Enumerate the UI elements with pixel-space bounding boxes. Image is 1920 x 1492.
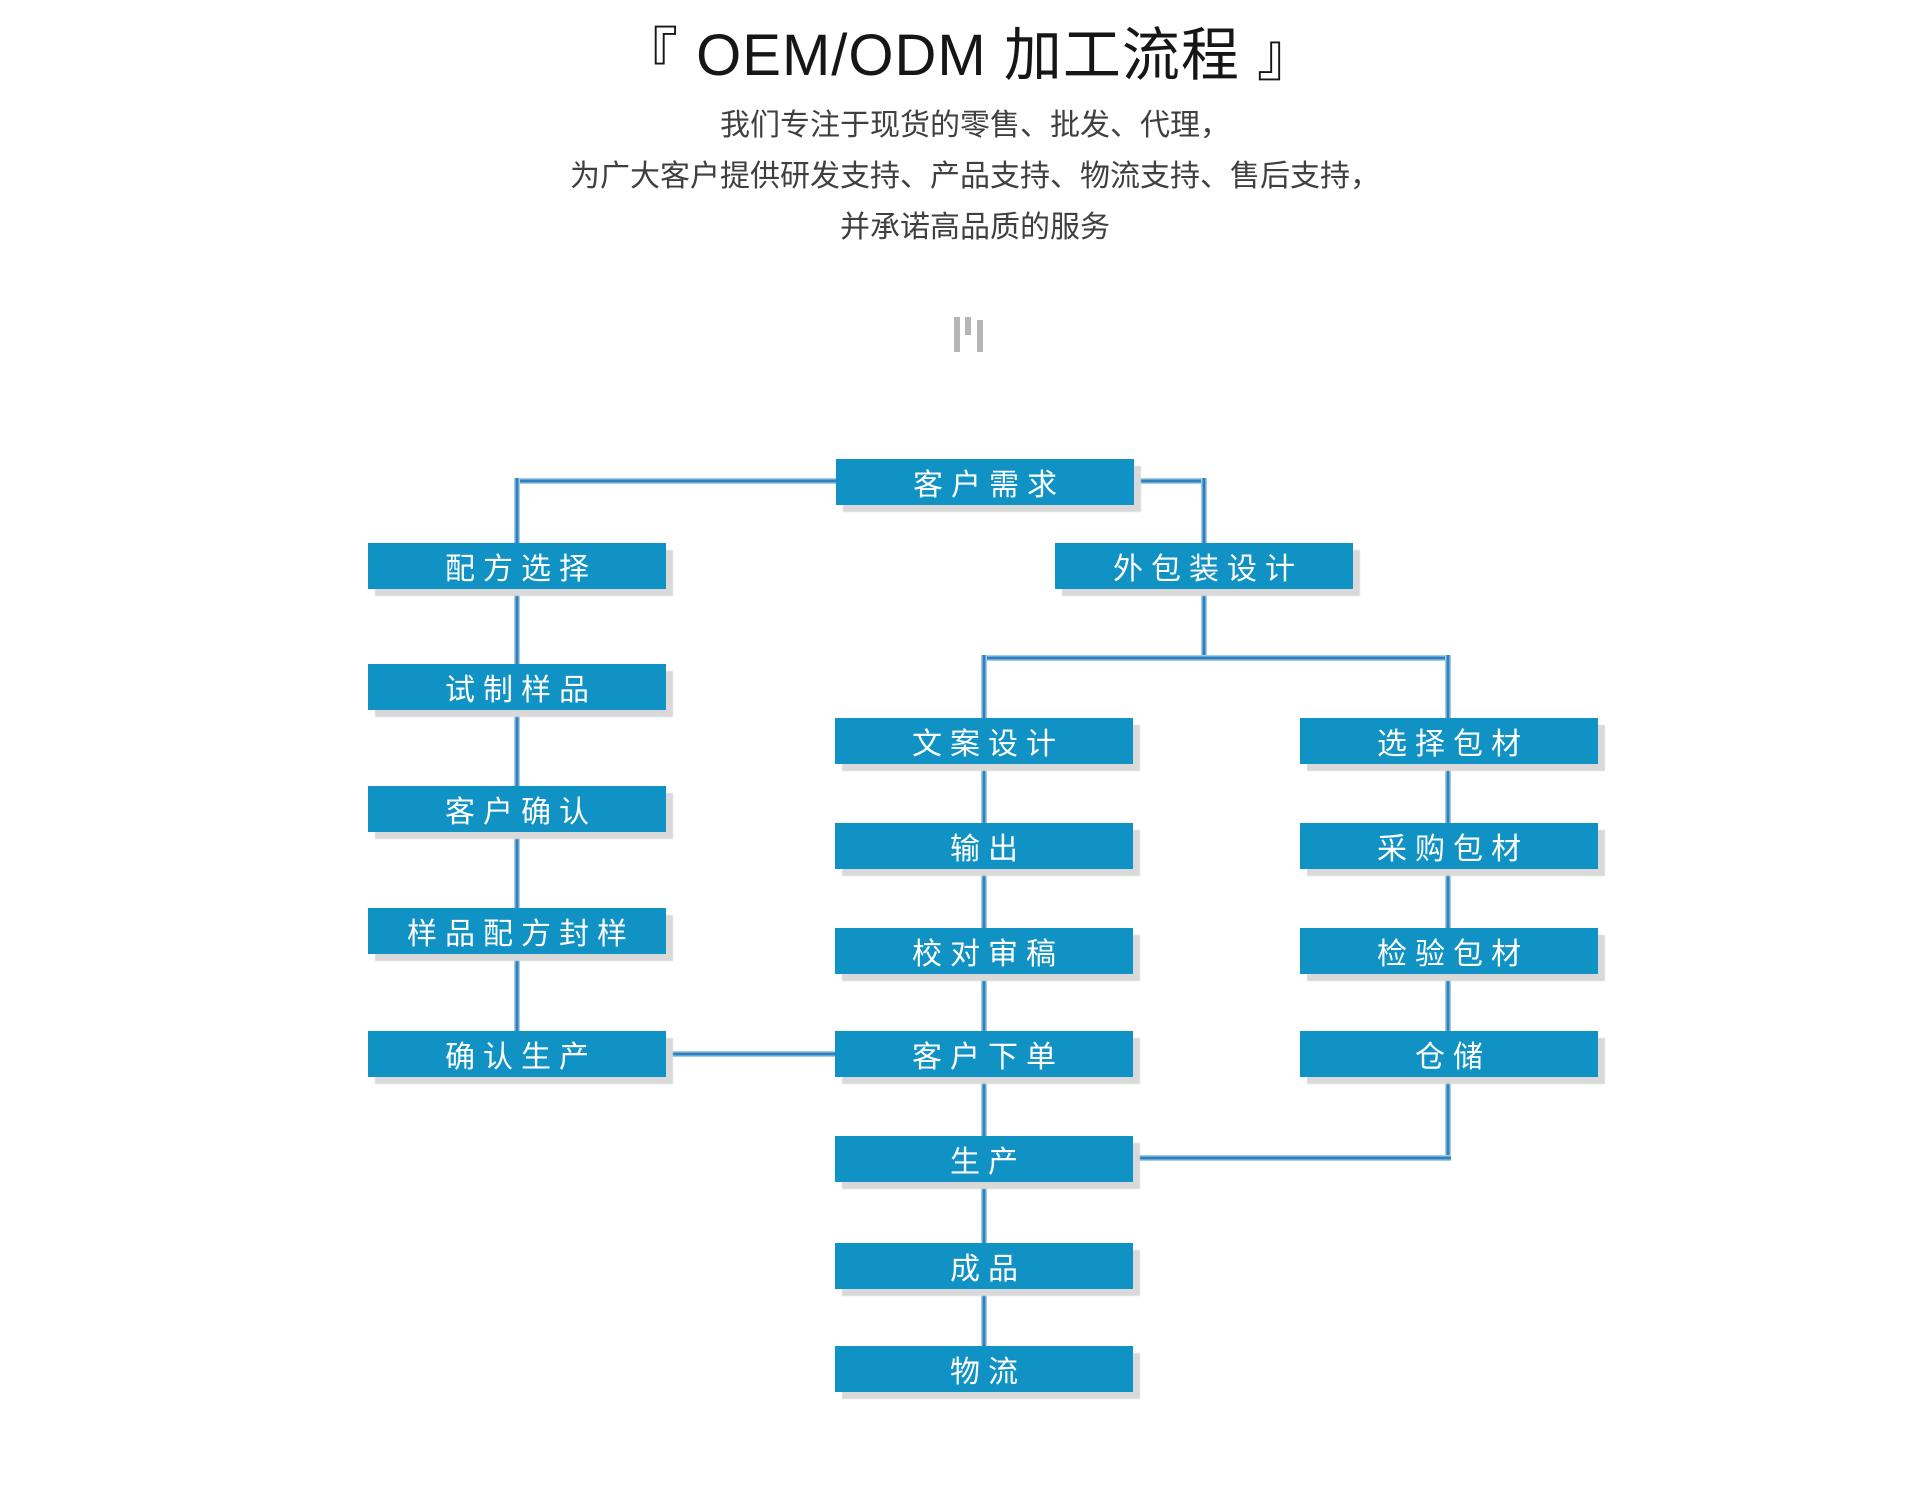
node-output-label: 输出 <box>950 833 1026 866</box>
subtitle-line-3: 并承诺高品质的服务 <box>840 211 1110 244</box>
node-formula-selection-label: 配方选择 <box>445 553 597 586</box>
node-customer-order: 客户下单 <box>835 1031 1133 1077</box>
node-purchase-packaging: 采购包材 <box>1300 823 1598 869</box>
bar-left <box>954 317 960 352</box>
three-bars-icon <box>954 317 984 353</box>
connector-branch-to-select-packaging <box>1445 655 1451 718</box>
node-proofreading: 校对审稿 <box>835 928 1133 974</box>
node-inspect-packaging-label: 检验包材 <box>1377 938 1529 971</box>
node-sample-formula-seal-label: 样品配方封样 <box>407 918 635 951</box>
connector-elbow-to-packaging-design <box>1201 478 1207 543</box>
node-proofreading-label: 校对审稿 <box>912 938 1064 971</box>
connector-customer-needs-to-right-elbow <box>1132 478 1207 484</box>
connector-branch-to-copywriting-design <box>981 655 987 718</box>
node-customer-needs: 客户需求 <box>836 459 1134 505</box>
node-output: 输出 <box>835 823 1133 869</box>
node-logistics-label: 物流 <box>950 1356 1026 1389</box>
node-customer-confirm: 客户确认 <box>368 786 666 832</box>
page-title: 『 OEM/ODM 加工流程 』 <box>620 23 1316 88</box>
node-production-label: 生产 <box>950 1146 1026 1179</box>
subtitle-line-2: 为广大客户提供研发支持、产品支持、物流支持、售后支持， <box>570 160 1380 193</box>
node-confirm-production-label: 确认生产 <box>445 1041 597 1074</box>
bar-middle <box>965 317 971 335</box>
node-sample-trial-label: 试制样品 <box>445 674 597 707</box>
node-copywriting-design: 文案设计 <box>835 718 1133 764</box>
node-select-packaging-label: 选择包材 <box>1377 728 1529 761</box>
node-warehousing-label: 仓储 <box>1415 1041 1491 1074</box>
connector-packaging-design-down <box>1201 589 1207 661</box>
connector-confirm-production-to-customer-order <box>666 1051 835 1057</box>
node-sample-formula-seal: 样品配方封样 <box>368 908 666 954</box>
page-subtitle: 我们专注于现货的零售、批发、代理， 为广大客户提供研发支持、产品支持、物流支持、… <box>15 100 1920 253</box>
node-purchase-packaging-label: 采购包材 <box>1377 833 1529 866</box>
connector-customer-needs-to-left-elbow <box>516 478 836 484</box>
node-sample-trial: 试制样品 <box>368 664 666 710</box>
node-inspect-packaging: 检验包材 <box>1300 928 1598 974</box>
subtitle-line-1: 我们专注于现货的零售、批发、代理， <box>720 109 1230 142</box>
node-finished-product: 成品 <box>835 1243 1133 1289</box>
connector-elbow-to-formula-selection <box>514 478 520 543</box>
node-select-packaging: 选择包材 <box>1300 718 1598 764</box>
node-confirm-production: 确认生产 <box>368 1031 666 1077</box>
node-warehousing: 仓储 <box>1300 1031 1598 1077</box>
node-logistics: 物流 <box>835 1346 1133 1392</box>
node-formula-selection: 配方选择 <box>368 543 666 589</box>
connector-branch-horizontal <box>981 655 1451 661</box>
node-finished-product-label: 成品 <box>950 1253 1026 1286</box>
node-production: 生产 <box>835 1136 1133 1182</box>
connector-warehousing-to-production <box>1133 1155 1451 1161</box>
node-packaging-design: 外包装设计 <box>1055 543 1353 589</box>
node-customer-confirm-label: 客户确认 <box>445 796 597 829</box>
node-customer-needs-label: 客户需求 <box>913 469 1065 502</box>
node-customer-order-label: 客户下单 <box>912 1041 1064 1074</box>
bar-right <box>977 320 983 352</box>
node-packaging-design-label: 外包装设计 <box>1113 553 1303 586</box>
node-copywriting-design-label: 文案设计 <box>912 728 1064 761</box>
